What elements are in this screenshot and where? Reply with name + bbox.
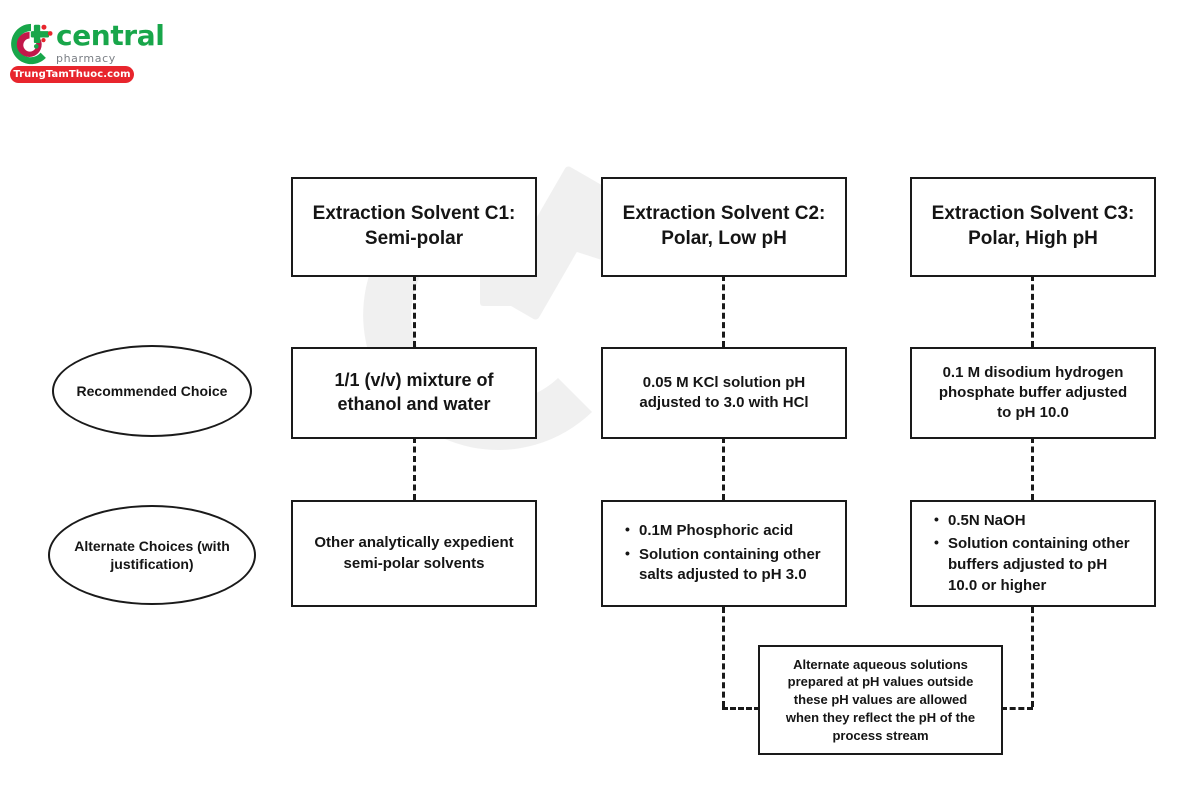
node-c1-alternate: Other analytically expedient semi-polar … [291, 500, 537, 607]
brand-wordmark: central pharmacy [56, 19, 196, 66]
node-c1-recommended-line-1: 1/1 (v/v) mixture of [334, 370, 494, 391]
node-c2-alternate: 0.1M Phosphoric acid Solution containing… [601, 500, 847, 607]
node-c1-header-line-2: Semi-polar [364, 228, 464, 249]
node-c3-header: Extraction Solvent C3: Polar, High pH [910, 177, 1156, 277]
connector-c3-recommended-to-alternate [1031, 437, 1034, 500]
node-c3-header-line-2: Polar, High pH [968, 228, 1098, 249]
connector-c2-alternate-to-note [722, 607, 725, 707]
row-label-recommended-choice: Recommended Choice [52, 345, 252, 437]
connector-c2-recommended-to-alternate [722, 437, 725, 500]
node-c2-alternate-list: 0.1M Phosphoric acid Solution containing… [611, 520, 837, 586]
connector-c2-header-to-recommended [722, 275, 725, 347]
list-item: 0.1M Phosphoric acid [625, 520, 831, 542]
node-c3-recommended-line-2: phosphate buffer adjusted [938, 383, 1128, 401]
node-c1-recommended-line-2: ethanol and water [337, 394, 491, 414]
row-label-alternate-choices: Alternate Choices (with justification) [48, 505, 256, 605]
node-c3-header-line-1: Extraction Solvent C3: [931, 203, 1135, 225]
connector-c3-header-to-recommended [1031, 275, 1034, 347]
note-line-1: Alternate aqueous solutions [793, 656, 968, 672]
node-c1-alternate-line-1: Other analytically expedient [314, 533, 514, 551]
node-c1-header-line-1: Extraction Solvent C1: [312, 203, 516, 225]
note-line-3: these pH values are allowed [793, 692, 968, 708]
node-c3-alternate-list: 0.5N NaOH Solution containing other buff… [920, 510, 1146, 597]
connector-c3-alternate-to-note [1031, 607, 1034, 707]
node-c1-header: Extraction Solvent C1: Semi-polar [291, 177, 537, 277]
node-c3-recommended-line-3: to pH 10.0 [997, 404, 1069, 422]
list-item: Solution containing other salts adjusted… [625, 544, 831, 586]
list-item: Solution containing other buffers adjust… [934, 533, 1140, 596]
central-pharmacy-icon [11, 23, 53, 65]
brand-logo: central pharmacy TrungTamThuoc.com [4, 18, 204, 90]
node-c3-recommended-line-1: 0.1 M disodium hydrogen [942, 363, 1124, 381]
note-line-4: when they reflect the pH of the [785, 709, 976, 725]
row-label-recommended-choice-text: Recommended Choice [76, 382, 228, 399]
note-line-2: prepared at pH values outside [787, 674, 974, 690]
node-c2-recommended-line-2: adjusted to 3.0 with HCl [639, 394, 809, 411]
row-label-alternate-choices-text: Alternate Choices (with justification) [74, 537, 230, 572]
brand-website-badge: TrungTamThuoc.com [10, 66, 134, 83]
node-c2-header: Extraction Solvent C2: Polar, Low pH [601, 177, 847, 277]
connector-c1-header-to-recommended [413, 275, 416, 347]
note-line-5: process stream [832, 727, 929, 743]
node-c1-alternate-line-2: semi-polar solvents [343, 554, 485, 572]
brand-name: central [56, 19, 165, 52]
node-c2-header-line-1: Extraction Solvent C2: [622, 203, 826, 225]
node-c2-recommended: 0.05 M KCl solution pH adjusted to 3.0 w… [601, 347, 847, 439]
node-c3-alternate: 0.5N NaOH Solution containing other buff… [910, 500, 1156, 607]
connector-c3-note-horizontal [1001, 707, 1033, 710]
connector-c2-note-horizontal [722, 707, 760, 710]
brand-tagline: pharmacy [56, 52, 116, 65]
node-c1-recommended: 1/1 (v/v) mixture of ethanol and water [291, 347, 537, 439]
node-c2-header-line-2: Polar, Low pH [661, 228, 787, 249]
list-item: 0.5N NaOH [934, 510, 1140, 532]
node-alternate-ph-note: Alternate aqueous solutions prepared at … [758, 645, 1003, 755]
connector-c1-recommended-to-alternate [413, 437, 416, 500]
node-c2-recommended-line-1: 0.05 M KCl solution pH [642, 373, 806, 391]
node-c3-recommended: 0.1 M disodium hydrogen phosphate buffer… [910, 347, 1156, 439]
